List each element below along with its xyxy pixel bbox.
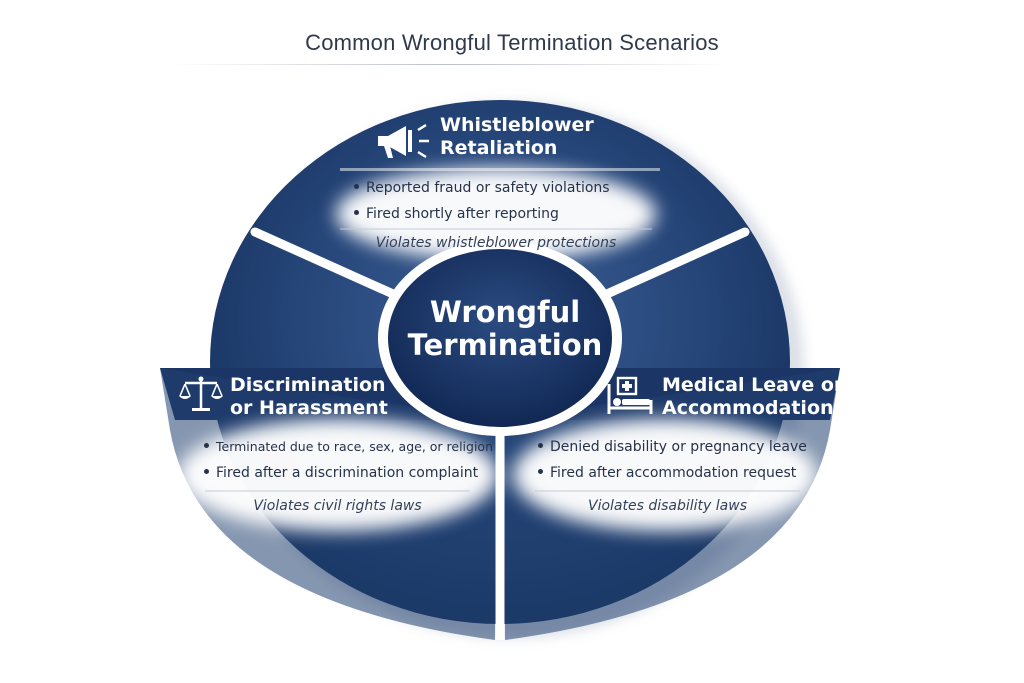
glow-top — [336, 168, 656, 260]
megaphone-icon — [378, 123, 429, 159]
center-circle — [388, 249, 612, 427]
heading-line: or Harassment — [230, 397, 388, 419]
heading-line: Accommodation — [662, 397, 834, 419]
bullet-text: Fired after a discrimination complaint — [216, 465, 479, 481]
bullet-text: Denied disability or pregnancy leave — [550, 439, 807, 455]
note-whistleblower: Violates whistleblower protections — [375, 235, 617, 251]
bullet-dot — [204, 468, 209, 474]
title-divider — [170, 64, 730, 65]
page-title: Common Wrongful Termination Scenarios — [305, 30, 719, 55]
bullet-item: Fired after a discrimination complaint — [204, 464, 478, 482]
glow-left — [178, 419, 498, 531]
note-medical: Violates disability laws — [588, 498, 747, 514]
heading-whistleblower: Whistleblower Retaliation — [440, 114, 594, 160]
bullet-dot — [204, 443, 209, 448]
bullet-text: Fired after accommodation request — [550, 465, 797, 481]
glow-right — [513, 419, 817, 531]
heading-medical: Medical Leave or Accommodation — [662, 374, 843, 420]
heading-line: Medical Leave or — [662, 374, 844, 396]
heading-discrimination: Discrimination or Harassment — [230, 374, 388, 420]
heading-line: Discrimination — [230, 374, 386, 396]
bullet-dot — [354, 183, 359, 189]
bullet-item: Reported fraud or safety violations — [354, 179, 610, 197]
heading-line: Retaliation — [440, 137, 558, 159]
bullet-item: Fired after accommodation request — [538, 464, 796, 482]
scales-icon — [179, 376, 223, 411]
hospital-bed-icon — [607, 376, 653, 414]
bullet-text: Fired shortly after reporting — [366, 206, 559, 222]
bullet-text: Terminated due to race, sex, age, or rel… — [216, 439, 494, 454]
note-discrimination: Violates civil rights laws — [253, 498, 422, 514]
bullet-item: Denied disability or pregnancy leave — [538, 438, 807, 456]
center-label-line: Wrongful — [429, 295, 581, 329]
bullet-text: Reported fraud or safety violations — [366, 180, 610, 196]
bullet-dot — [354, 209, 359, 215]
bullet-item: Fired shortly after reporting — [354, 205, 559, 223]
center-label-line: Termination — [407, 328, 603, 362]
heading-line: Whistleblower — [440, 114, 594, 136]
bullet-dot — [538, 468, 543, 474]
center-label: Wrongful Termination — [390, 296, 620, 362]
bullet-dot — [538, 442, 543, 448]
bullet-item: Terminated due to race, sex, age, or rel… — [204, 438, 493, 456]
